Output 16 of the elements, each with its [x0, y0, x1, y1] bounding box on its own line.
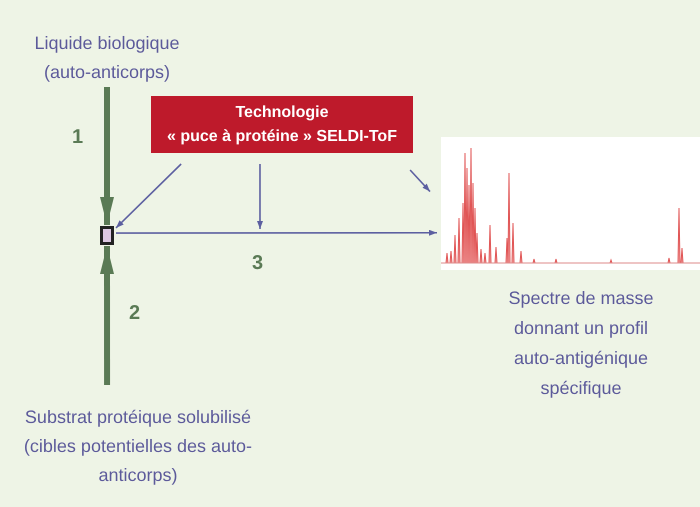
arrow — [100, 246, 114, 385]
text-label: Liquide biologique (auto-anticorps) — [33, 32, 181, 84]
arrow — [115, 163, 182, 228]
chip-rectangle — [100, 226, 114, 245]
text-label: Substrat protéique solubilisé (cibles potentielles des auto-anticorps) — [22, 406, 254, 487]
step-number: 2 — [129, 301, 140, 326]
arrow — [116, 230, 437, 236]
step-number: 3 — [252, 251, 264, 276]
arrow — [410, 169, 431, 192]
box-title: Technologie — [235, 102, 329, 122]
arrow — [100, 87, 114, 225]
arrow — [257, 164, 263, 229]
step-number: 1 — [72, 125, 84, 150]
box-title: « puce à protéine » SELDI-ToF — [167, 126, 397, 146]
technology-box — [151, 96, 413, 153]
spectrum-caption: Spectre de masse donnant un profil auto-antigénique spécifique — [507, 287, 655, 400]
